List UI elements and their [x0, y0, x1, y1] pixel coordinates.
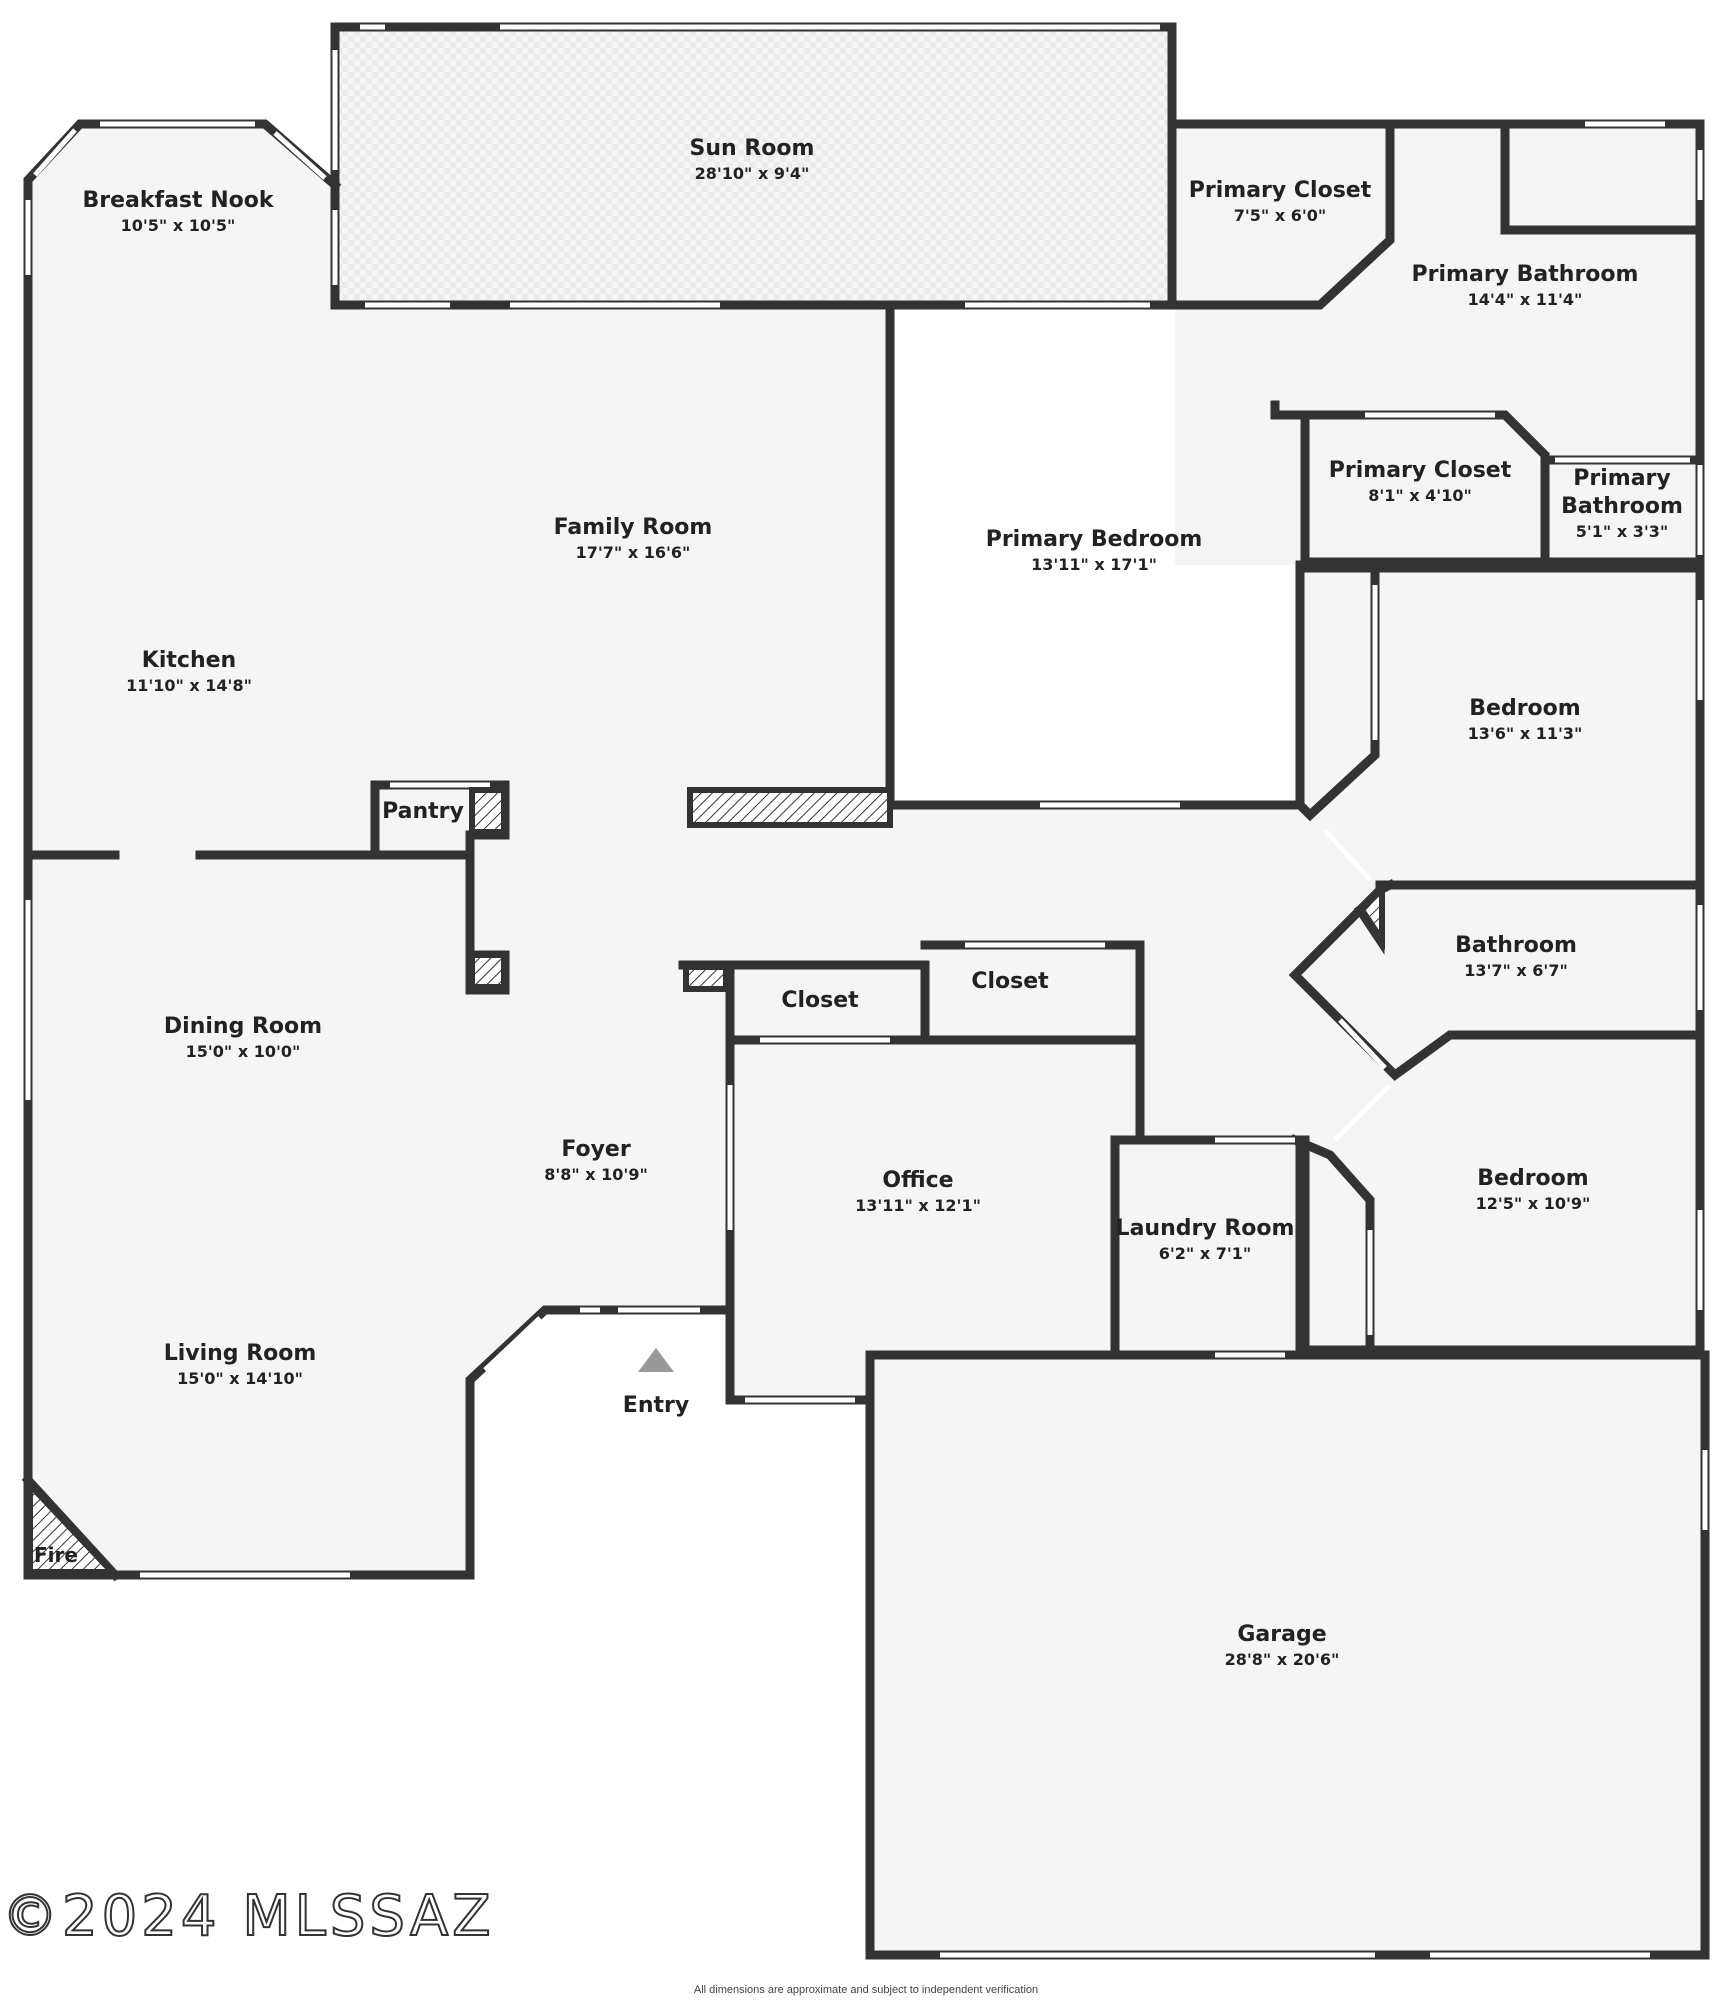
dining-room-dimensions: 15'0" x 10'0"	[186, 1042, 301, 1061]
bedroom-1-name: Bedroom	[1469, 696, 1580, 721]
closet-2-name: Closet	[971, 969, 1049, 994]
fire-label: Fire	[34, 1543, 78, 1567]
pantry-name: Pantry	[382, 799, 464, 824]
bathroom-dimensions: 13'7" x 6'7"	[1464, 961, 1568, 980]
primary-closet-1-name: Primary Closet	[1189, 178, 1372, 203]
foyer-dimensions: 8'8" x 10'9"	[544, 1165, 648, 1184]
family-room-dimensions: 17'7" x 16'6"	[576, 543, 691, 562]
bedroom-2-name: Bedroom	[1477, 1166, 1588, 1191]
primary-bathroom-2-name: Primary	[1573, 466, 1670, 491]
primary-closet-1-dimensions: 7'5" x 6'0"	[1234, 206, 1326, 225]
bathroom-name: Bathroom	[1455, 933, 1577, 958]
entry-arrow-icon	[638, 1348, 674, 1372]
fireplace	[27, 1477, 119, 1575]
kitchen-dimensions: 11'10" x 14'8"	[126, 676, 252, 695]
office-name: Office	[882, 1168, 953, 1193]
dining-room-name: Dining Room	[164, 1014, 322, 1039]
living-room-name: Living Room	[164, 1341, 317, 1366]
pantry-column	[469, 787, 507, 835]
laundry-room-name: Laundry Room	[1116, 1216, 1295, 1241]
breakfast-nook-dimensions: 10'5" x 10'5"	[121, 216, 236, 235]
room-labels: Sun Room 28'10" x 9'4" Breakfast Nook 10'5"…	[83, 136, 1683, 1669]
bedroom-2-dimensions: 12'5" x 10'9"	[1476, 1194, 1591, 1213]
primary-bathroom-1-dimensions: 14'4" x 11'4"	[1468, 290, 1583, 309]
hatched-elements	[27, 787, 1385, 1575]
primary-bathroom-2-dimensions: 5'1" x 3'3"	[1576, 522, 1668, 541]
foyer-name: Foyer	[561, 1137, 631, 1162]
entry-label: Entry	[623, 1393, 689, 1418]
primary-closet-2-name: Primary Closet	[1329, 458, 1512, 483]
office-dimensions: 13'11" x 12'1"	[855, 1196, 981, 1215]
primary-bedroom-dimensions: 13'11" x 17'1"	[1031, 555, 1157, 574]
primary-bedroom-name: Primary Bedroom	[986, 527, 1203, 552]
sun-room-dimensions: 28'10" x 9'4"	[695, 164, 810, 183]
family-room-name: Family Room	[554, 515, 713, 540]
primary-bathroom-2-name: Bathroom	[1561, 494, 1683, 519]
bedroom-1-dimensions: 13'6" x 11'3"	[1468, 724, 1583, 743]
fireplace-column	[687, 787, 893, 828]
watermark: ©2024 MLSSAZ	[2, 1884, 495, 1949]
bathroom-column	[1358, 880, 1385, 950]
closet-1-name: Closet	[781, 988, 859, 1013]
foyer-column	[683, 964, 729, 992]
breakfast-nook-name: Breakfast Nook	[83, 188, 275, 213]
sun-room-floor	[335, 27, 1170, 305]
garage-name: Garage	[1237, 1622, 1326, 1647]
living-room-dimensions: 15'0" x 14'10"	[177, 1369, 303, 1388]
disclaimer: All dimensions are approximate and subje…	[694, 1984, 1038, 1996]
laundry-room-dimensions: 6'2" x 7'1"	[1159, 1244, 1251, 1263]
windows	[25, 24, 1708, 1958]
sun-room-name: Sun Room	[690, 136, 815, 161]
pantry-column-lower	[469, 952, 507, 990]
primary-closet-2-dimensions: 8'1" x 4'10"	[1368, 486, 1472, 505]
primary-bathroom-1-name: Primary Bathroom	[1412, 262, 1639, 287]
kitchen-name: Kitchen	[142, 648, 236, 673]
garage-dimensions: 28'8" x 20'6"	[1225, 1650, 1340, 1669]
